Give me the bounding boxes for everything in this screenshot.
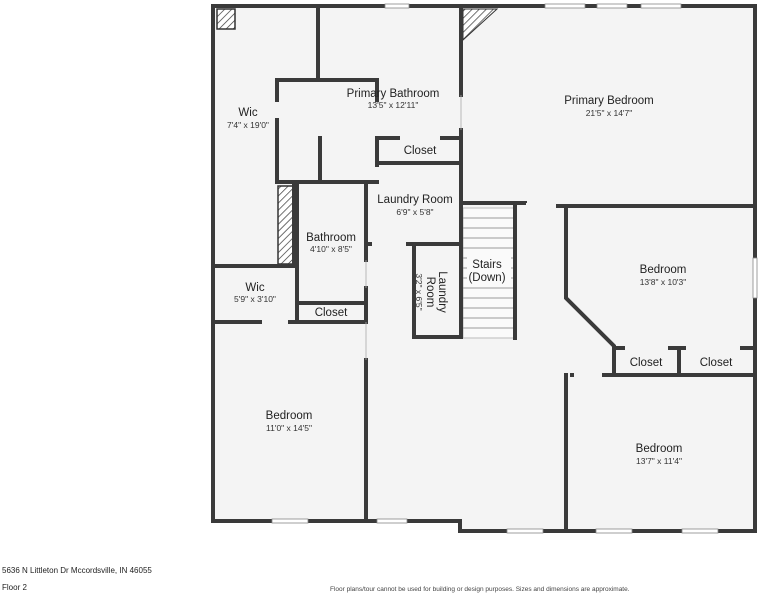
room-wic-small-dims: 5'9" x 3'10" bbox=[234, 294, 276, 304]
room-wic-small-name: Wic bbox=[245, 282, 264, 294]
floor-label: Floor 2 bbox=[2, 583, 27, 592]
chase-middle bbox=[277, 185, 295, 265]
chase-top-left bbox=[216, 8, 236, 30]
room-wic-large-dims: 7'4" x 19'0" bbox=[227, 120, 269, 130]
room-wic-large-name: Wic bbox=[238, 107, 257, 119]
room-laundry-closet-name-line2: Room bbox=[424, 277, 436, 308]
room-laundry-closet-dims: 3'2" x 6'5" bbox=[414, 273, 424, 310]
room-stairs-name-line2: (Down) bbox=[468, 272, 505, 284]
door-gap-outlines bbox=[365, 95, 462, 360]
room-bedroom-right-dims: 13'8" x 10'3" bbox=[640, 277, 687, 287]
room-bedroom-lower-right-dims: 13'7" x 11'4" bbox=[636, 456, 682, 466]
room-stairs-name-line1: Stairs bbox=[472, 259, 502, 271]
room-laundry-room-name: Laundry Room bbox=[377, 194, 452, 206]
room-closet-right-b-name: Closet bbox=[700, 357, 733, 369]
property-address: 5636 N Littleton Dr Mccordsville, IN 460… bbox=[2, 566, 152, 575]
room-bedroom-right-name: Bedroom bbox=[640, 264, 687, 276]
room-bathroom-name: Bathroom bbox=[306, 232, 356, 244]
room-closet-bath-name: Closet bbox=[315, 307, 348, 319]
room-bedroom-left-name: Bedroom bbox=[266, 410, 313, 422]
room-bathroom-dims: 4'10" x 8'5" bbox=[310, 244, 352, 254]
stairs-label-bg bbox=[467, 257, 511, 285]
room-bedroom-lower-right-name: Bedroom bbox=[636, 443, 683, 455]
door-gaps bbox=[262, 135, 740, 378]
windows bbox=[271, 3, 758, 534]
room-laundry-room-dims: 6'9" x 5'8" bbox=[396, 207, 433, 217]
room-closet-right-a-name: Closet bbox=[630, 357, 663, 369]
room-primary-bedroom-name: Primary Bedroom bbox=[564, 95, 653, 107]
room-closet-primary-name: Closet bbox=[404, 145, 437, 157]
room-primary-bedroom-dims: 21'5" x 14'7" bbox=[586, 108, 633, 118]
room-laundry-closet-name-line1: Laundry bbox=[436, 271, 448, 313]
room-primary-bathroom-name: Primary Bathroom bbox=[347, 88, 440, 100]
disclaimer-text: Floor plans/tour cannot be used for buil… bbox=[330, 586, 630, 593]
room-bedroom-left-dims: 11'0" x 14'5" bbox=[266, 423, 312, 433]
room-primary-bathroom-dims: 13'5" x 12'11" bbox=[368, 100, 419, 110]
